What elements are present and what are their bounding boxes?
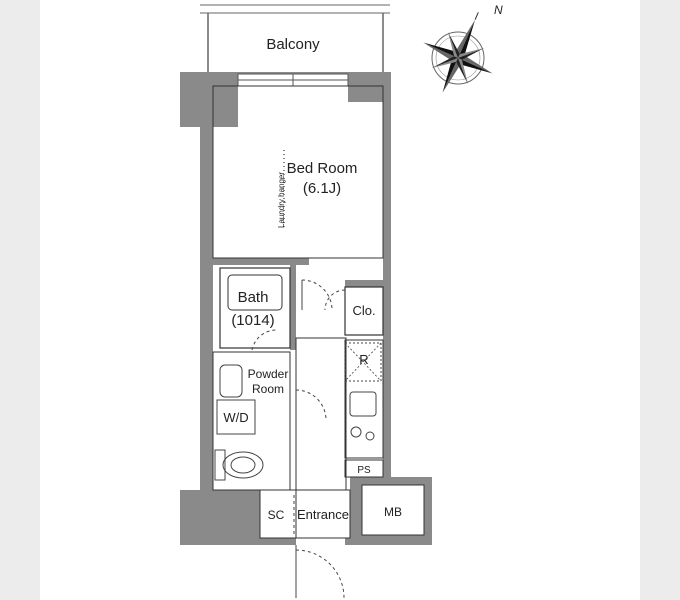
entrance-label: Entrance [297,507,349,522]
balcony: Balcony [200,4,390,72]
bedroom-size-label: (6.1J) [303,180,341,197]
washer-dryer-box [216,399,256,435]
wash-basin [219,364,243,398]
powder-room-label-line1: Powder [248,367,289,381]
kitchen-sink [349,391,377,417]
refrigerator [344,342,382,382]
pipe-space-label: PS [357,465,371,476]
room-outlines [212,85,425,539]
walls [180,72,432,545]
toilet [214,449,264,481]
laundry-hanger-label: Laundry hanger [277,172,286,228]
compass-north-label: N [494,3,503,17]
balcony-label: Balcony [266,36,320,53]
closet-label: Clo. [352,303,375,318]
bedroom-label: Bed Room [287,160,358,177]
compass-rose-icon: N [423,3,503,93]
bath-label: Bath [238,289,269,306]
floorplan-canvas: Balcony [40,0,640,600]
floorplan-drawing: Balcony [180,3,503,599]
meter-box-label: MB [384,505,402,519]
shoe-cabinet-label: SC [268,508,285,522]
powder-room-label-line2: Room [252,382,284,396]
stove [350,426,375,441]
bath-size-label: (1014) [231,312,274,329]
doors [251,279,346,599]
refrigerator-label: R [359,352,368,367]
washer-dryer-label: W/D [223,410,248,425]
bedroom-window [237,73,349,87]
